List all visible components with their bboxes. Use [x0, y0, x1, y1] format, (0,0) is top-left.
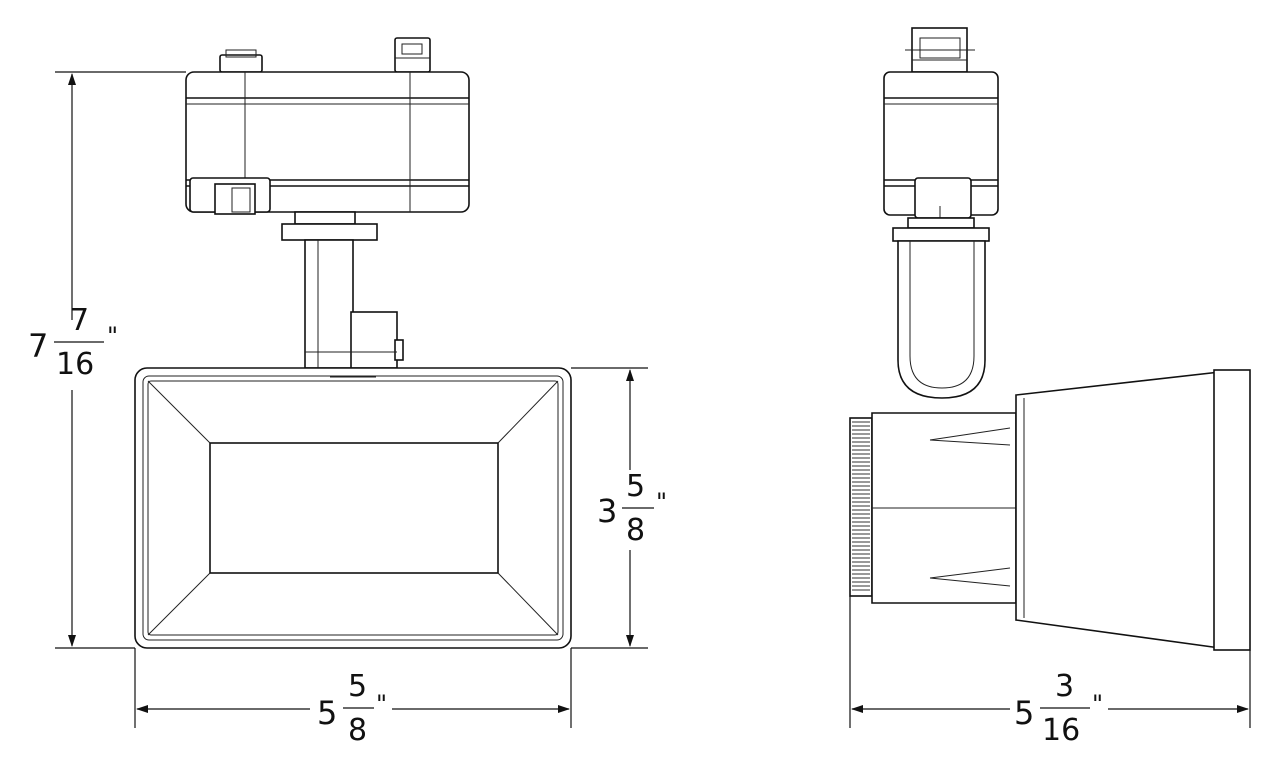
dimension-overall-height: 7 7 16 " [28, 71, 186, 649]
dimension-front-width: 5 5 8 " [134, 648, 572, 748]
height-unit: " [107, 322, 118, 350]
head-height-numerator: 5 [626, 469, 645, 504]
side-view [849, 27, 1251, 651]
height-denominator: 16 [56, 347, 94, 382]
front-width-unit: " [376, 690, 387, 718]
front-view [134, 37, 572, 649]
side-width-whole: 5 [1014, 694, 1034, 732]
dimension-side-width: 5 3 16 " [849, 596, 1251, 748]
side-width-denominator: 16 [1042, 713, 1080, 748]
side-width-numerator: 3 [1055, 669, 1074, 704]
head-height-whole: 3 [597, 492, 617, 530]
front-width-whole: 5 [317, 694, 337, 732]
front-width-numerator: 5 [348, 669, 367, 704]
height-numerator: 7 [70, 303, 89, 338]
knurl-lines [852, 421, 870, 591]
height-whole: 7 [28, 327, 48, 365]
side-width-unit: " [1092, 690, 1103, 718]
head-height-unit: " [656, 488, 667, 516]
front-width-denominator: 8 [348, 713, 367, 748]
dimension-head-height: 3 5 8 " [571, 367, 667, 649]
head-height-denominator: 8 [626, 513, 645, 548]
